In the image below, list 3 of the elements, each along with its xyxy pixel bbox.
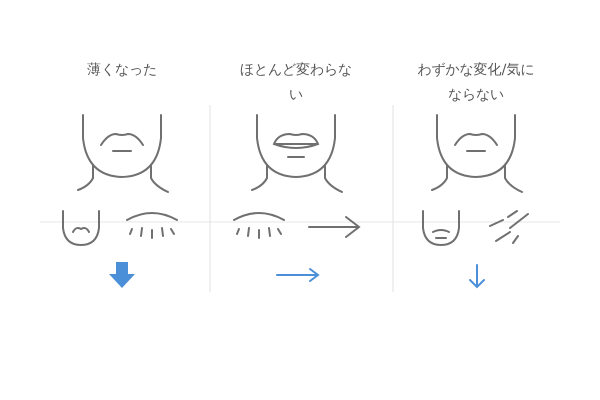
column-heading: 薄くなった (86, 61, 158, 80)
column-heading: ほとんど変わらない (239, 61, 353, 105)
column-heading: わずかな変化/気にならない (417, 61, 535, 105)
